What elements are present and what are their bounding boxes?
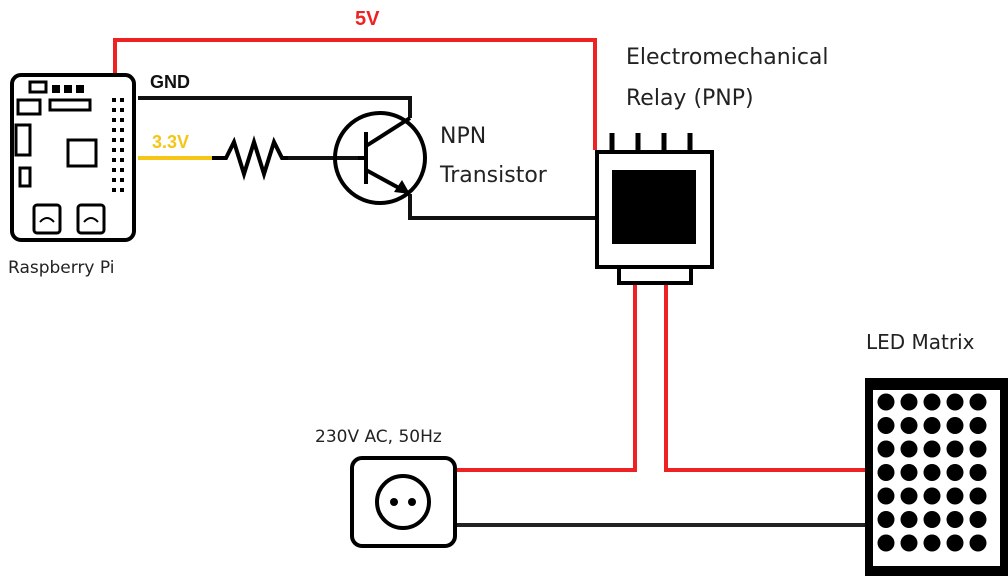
label-transistor-line1: NPN bbox=[440, 124, 487, 149]
led-dot bbox=[923, 487, 941, 505]
led-dot bbox=[900, 534, 918, 552]
led-dot bbox=[969, 393, 987, 411]
led-dot bbox=[877, 511, 895, 528]
led-dot bbox=[969, 417, 987, 434]
wire-ac-live-relay-to-led bbox=[664, 285, 865, 472]
led-dot bbox=[900, 464, 918, 481]
led-dot bbox=[877, 464, 895, 481]
led-dot bbox=[923, 464, 941, 481]
led-dot bbox=[900, 417, 918, 434]
label-led-matrix: LED Matrix bbox=[866, 330, 975, 354]
led-dot bbox=[923, 393, 941, 411]
led-dot bbox=[946, 393, 964, 411]
wire-gnd bbox=[138, 96, 412, 118]
led-dot bbox=[946, 487, 964, 505]
led-dot bbox=[969, 534, 987, 552]
wall-outlet-icon bbox=[350, 456, 457, 548]
led-dot bbox=[900, 440, 918, 458]
label-gnd: GND bbox=[150, 72, 190, 92]
led-dot bbox=[923, 534, 941, 552]
wire-5v bbox=[113, 38, 597, 150]
led-dot bbox=[877, 534, 895, 552]
label-3v3: 3.3V bbox=[152, 132, 190, 152]
label-outlet: 230V AC, 50Hz bbox=[315, 427, 442, 447]
led-matrix-icon bbox=[865, 378, 1008, 576]
wire-collector-to-relay bbox=[408, 194, 598, 220]
npn-transistor-icon bbox=[333, 111, 427, 205]
resistor-icon bbox=[212, 135, 288, 181]
led-dot bbox=[900, 487, 918, 505]
led-dot bbox=[923, 417, 941, 434]
label-relay-line1: Electromechanical bbox=[626, 45, 829, 70]
led-dot bbox=[877, 440, 895, 458]
led-dot bbox=[946, 534, 964, 552]
led-dot bbox=[877, 393, 895, 411]
led-dot bbox=[946, 417, 964, 434]
led-dot bbox=[900, 393, 918, 411]
led-dot bbox=[877, 487, 895, 505]
led-dot bbox=[969, 440, 987, 458]
led-dot bbox=[923, 440, 941, 458]
led-dot bbox=[923, 511, 941, 528]
relay-icon bbox=[595, 133, 714, 285]
led-dot bbox=[946, 464, 964, 481]
led-dot bbox=[900, 511, 918, 528]
led-dot bbox=[946, 511, 964, 528]
label-relay-line2: Relay (PNP) bbox=[626, 86, 754, 111]
label-raspberry-pi: Raspberry Pi bbox=[8, 258, 115, 278]
label-transistor-line2: Transistor bbox=[440, 163, 547, 188]
led-dot bbox=[969, 487, 987, 505]
led-dot bbox=[969, 511, 987, 528]
led-dot bbox=[877, 417, 895, 434]
led-dot bbox=[946, 440, 964, 458]
raspberry-pi-board-icon bbox=[10, 73, 136, 242]
label-5v: 5V bbox=[355, 8, 380, 30]
wire-ac-live-relay-to-outlet bbox=[455, 285, 637, 472]
led-dot bbox=[969, 464, 987, 481]
